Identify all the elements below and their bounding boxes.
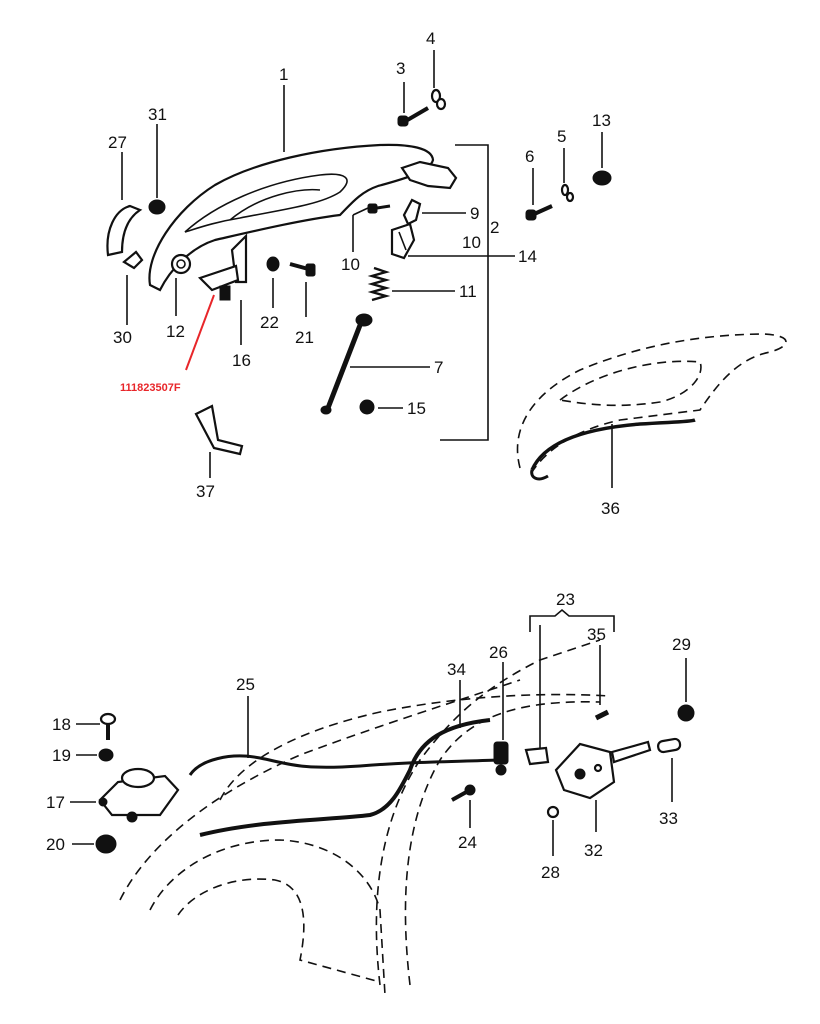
screw-6	[525, 204, 553, 221]
body-outline	[119, 639, 611, 996]
callout-3: 3	[396, 59, 405, 78]
grommet-13	[592, 170, 612, 186]
callout-13: 13	[592, 111, 611, 130]
callout-23: 23	[556, 590, 575, 609]
callout-4: 4	[426, 29, 435, 48]
screw-3	[397, 106, 430, 127]
side-handle-27	[106, 204, 143, 257]
screw-10a	[367, 203, 391, 214]
latch-plate-32	[554, 740, 652, 800]
callout-30: 30	[113, 328, 132, 347]
callout-28: 28	[541, 863, 560, 882]
latch-tip-9	[402, 198, 422, 226]
callout-24: 24	[458, 833, 477, 852]
callout-5: 5	[557, 127, 566, 146]
annotation-part-number: 111823507F	[120, 382, 181, 394]
callout-32: 32	[584, 841, 603, 860]
callout-10a: 10	[341, 255, 360, 274]
grommet-29	[677, 704, 695, 722]
cable-end-23	[524, 746, 550, 766]
callout-20: 20	[46, 835, 65, 854]
callout-9: 9	[470, 204, 479, 223]
callout-35: 35	[587, 625, 606, 644]
callout-7: 7	[434, 358, 443, 377]
bolt-18	[99, 712, 117, 740]
callout-37: 37	[196, 482, 215, 501]
callout-34: 34	[447, 660, 466, 679]
callout-1: 1	[279, 65, 288, 84]
rod-7	[320, 313, 373, 415]
grommet-12	[170, 253, 192, 275]
callout-18: 18	[52, 715, 71, 734]
callout-25: 25	[236, 675, 255, 694]
callout-10b: 10	[462, 233, 481, 252]
callout-16: 16	[232, 351, 251, 370]
callout-17: 17	[46, 793, 65, 812]
hood-handle-part	[148, 143, 458, 292]
nut-20	[95, 834, 117, 854]
sheath-34	[199, 718, 491, 837]
callout-33: 33	[659, 809, 678, 828]
callout-27: 27	[108, 133, 127, 152]
callout-31: 31	[148, 105, 167, 124]
callout-2: 2	[490, 218, 499, 237]
washer-4	[430, 88, 447, 111]
annotation-leader	[185, 294, 215, 371]
rivet-28	[546, 805, 560, 819]
spring-11	[367, 266, 391, 302]
washer-5	[560, 183, 575, 203]
washer-22	[266, 256, 280, 272]
callout-36: 36	[601, 499, 620, 518]
callout-19: 19	[52, 746, 71, 765]
callout-11: 11	[459, 282, 477, 301]
pin-35	[594, 709, 610, 721]
callout-6: 6	[525, 147, 534, 166]
callout-21: 21	[295, 328, 314, 347]
sleeve-33	[656, 737, 682, 754]
clamp-26	[493, 741, 509, 776]
clip-15	[359, 399, 375, 415]
callout-26: 26	[489, 643, 508, 662]
latch-bracket-16	[197, 233, 248, 301]
callout-29: 29	[672, 635, 691, 654]
callout-22: 22	[260, 313, 279, 332]
lock-body-17	[98, 767, 180, 823]
washer-19	[98, 748, 114, 762]
cable-25	[188, 754, 501, 776]
bolt-21	[289, 262, 316, 277]
callout-15: 15	[407, 399, 426, 418]
screw-24	[451, 784, 476, 802]
cap-31	[148, 199, 166, 215]
callout-12: 12	[166, 322, 185, 341]
bracket-37	[194, 404, 244, 456]
cap-30	[122, 250, 144, 270]
hood-outline-36	[516, 333, 787, 481]
callout-14: 14	[518, 247, 537, 266]
